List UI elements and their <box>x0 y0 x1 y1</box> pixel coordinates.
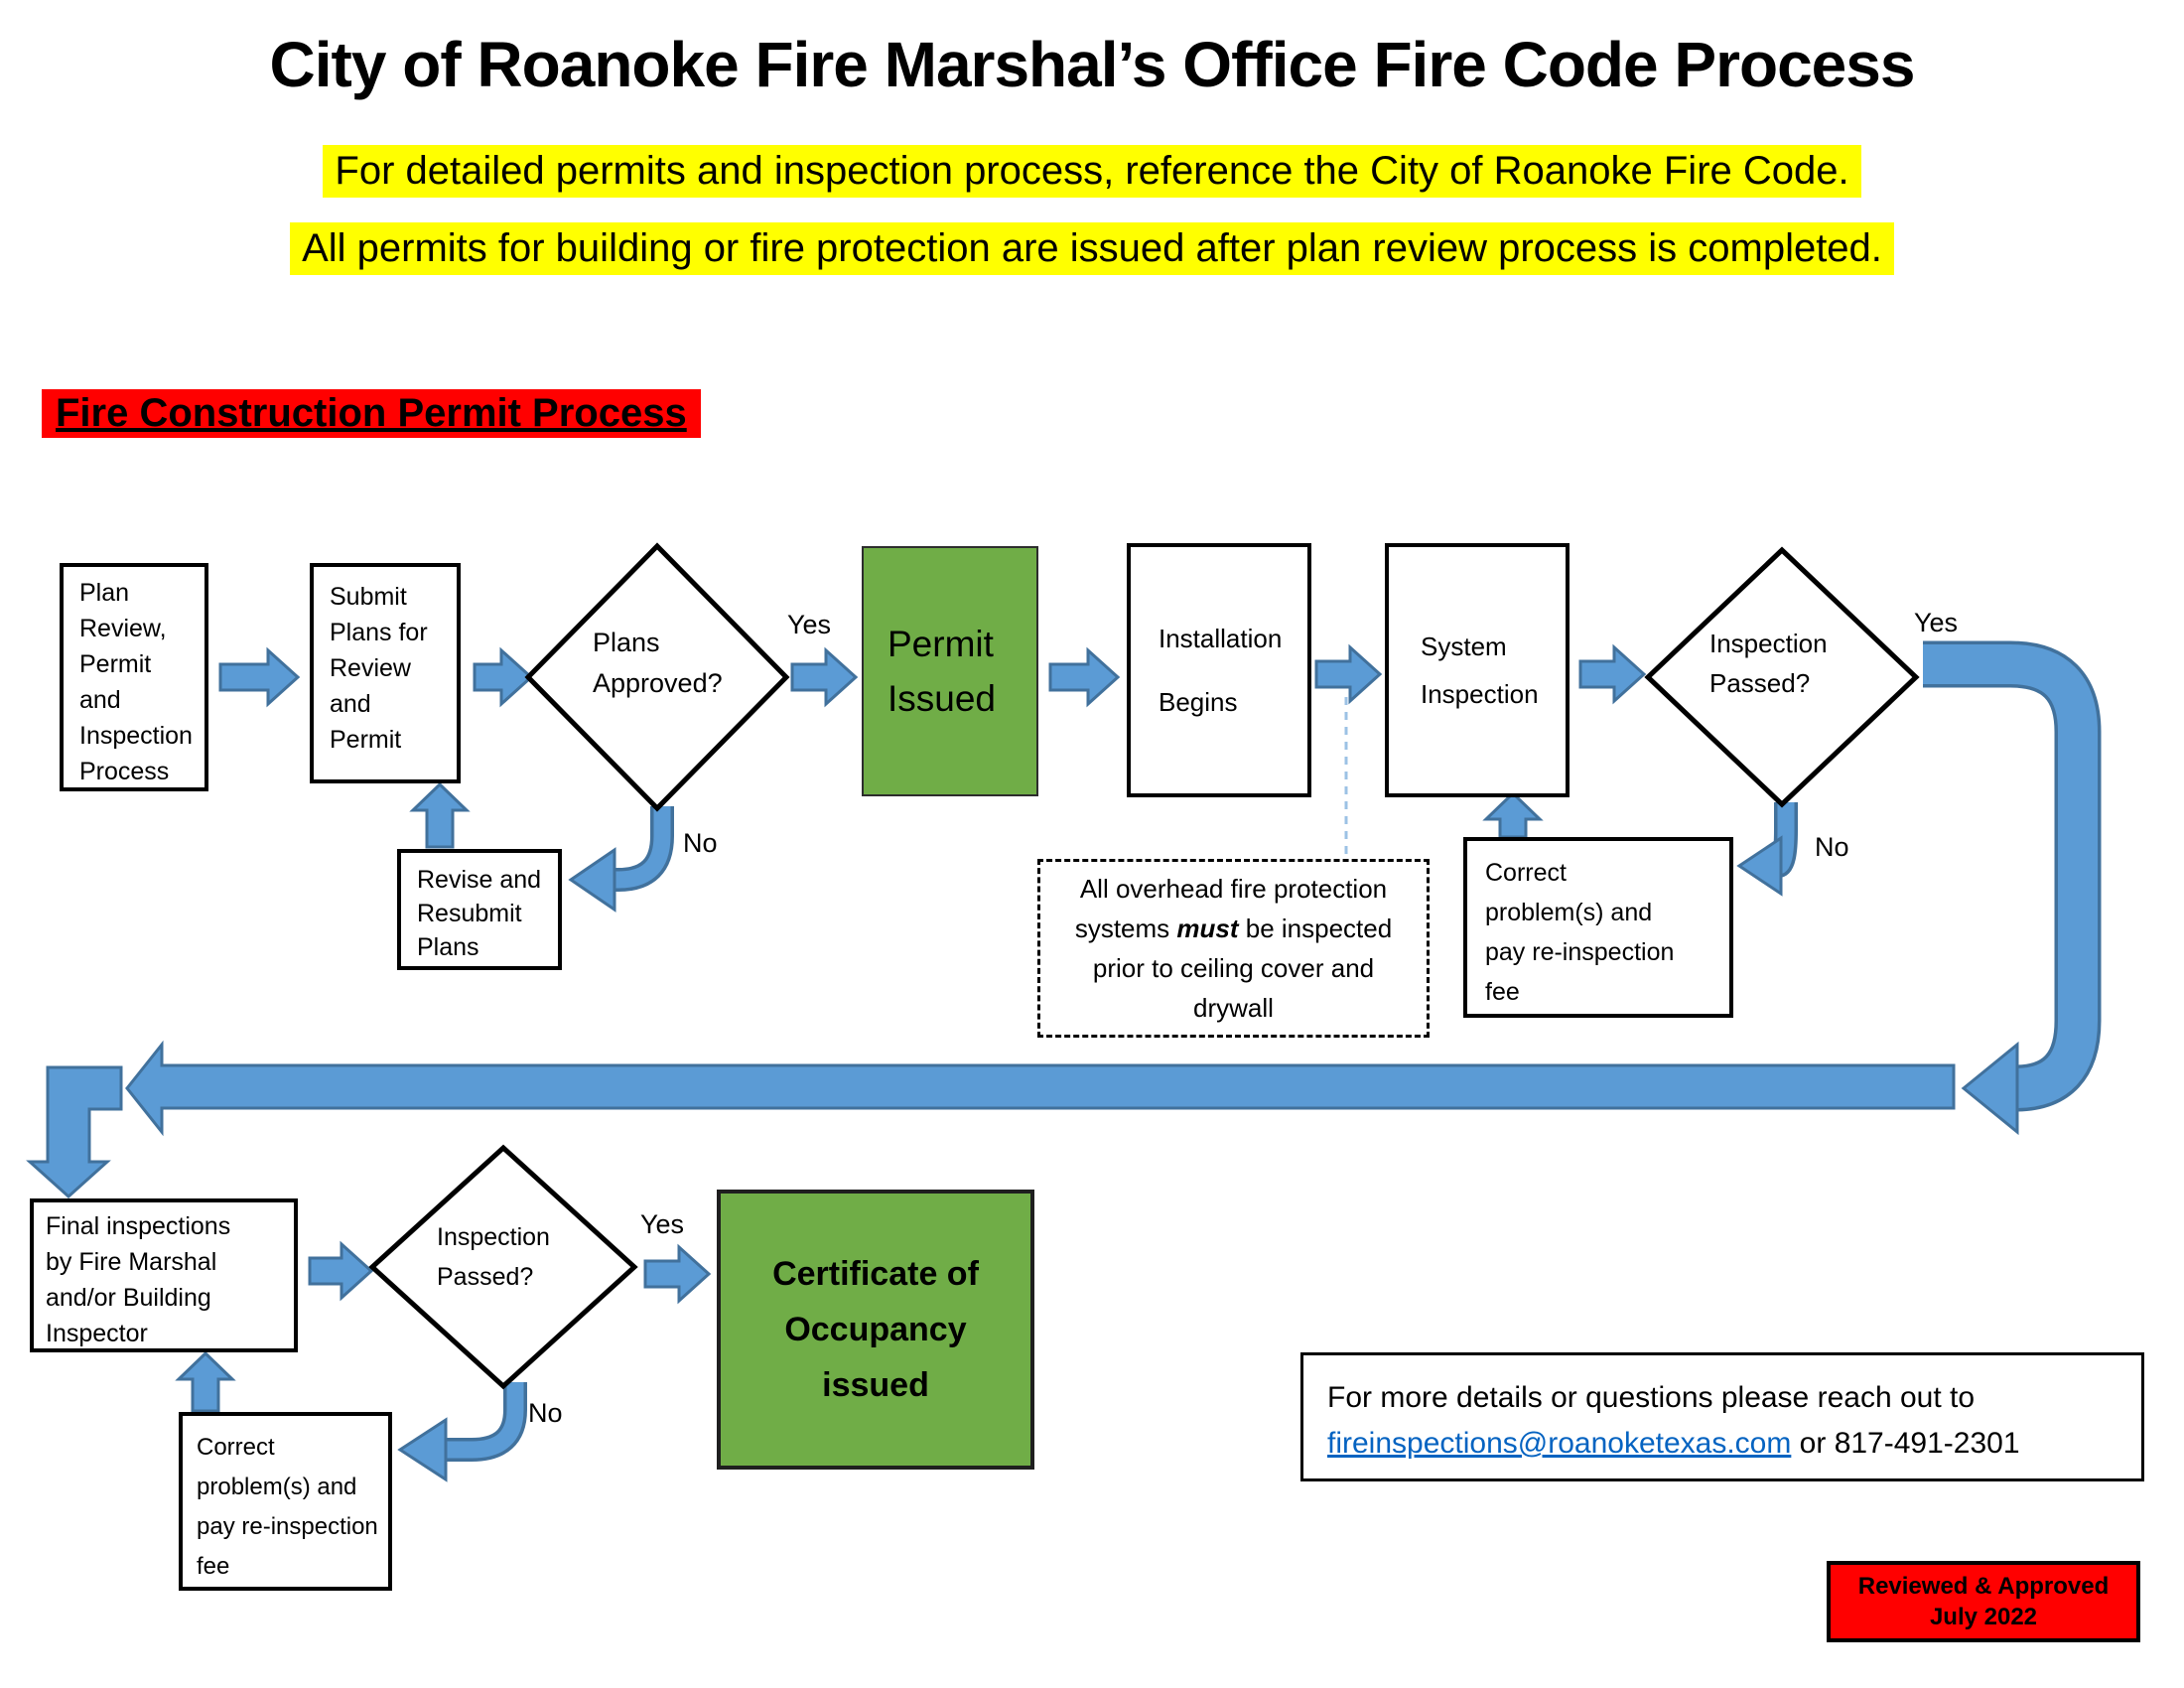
contact-box: For more details or questions please rea… <box>1300 1352 2144 1481</box>
label-plans-approved: Plans Approved? <box>593 628 723 698</box>
arrow-yes-to-permit-issued <box>790 646 859 708</box>
arrow-permit-to-installation <box>1048 646 1121 708</box>
yes-loop-left-down-elbow <box>26 1065 123 1199</box>
subtitle-row-1: For detailed permits and inspection proc… <box>0 145 2184 198</box>
label-no-plans: No <box>683 828 718 858</box>
arrow-installation-to-system <box>1314 643 1383 705</box>
node-revise-resubmit: Revise and Resubmit Plans <box>397 849 562 970</box>
node-correct-problems-top: Correct problem(s) and pay re-inspection… <box>1463 837 1733 1018</box>
contact-email-link[interactable]: fireinspections@roanoketexas.com <box>1327 1427 1792 1460</box>
arrow-yes-to-certificate <box>643 1243 712 1305</box>
node-final-inspections: Final inspections by Fire Marshal and/or… <box>30 1198 298 1352</box>
section-heading: Fire Construction Permit Process <box>42 389 701 438</box>
node-submit-plans: Submit Plans for Review and Permit <box>310 563 461 783</box>
note-overhead-systems: All overhead fire protection systems mus… <box>1037 859 1430 1038</box>
arrow-submit-to-plans-approved <box>473 646 534 708</box>
note-line-4: drywall <box>1193 993 1274 1023</box>
approved-stamp: Reviewed & Approved July 2022 <box>1827 1561 2140 1642</box>
arrow-system-to-inspection-passed <box>1578 643 1647 705</box>
node-system-inspection: System Inspection <box>1385 543 1570 797</box>
arrow-correct-to-system <box>1482 790 1544 839</box>
node-plan-review: Plan Review, Permit and Inspection Proce… <box>60 563 208 791</box>
note-line-2-bold: must <box>1176 914 1239 943</box>
elbow-no-final-inspection-head <box>397 1417 448 1482</box>
label-no-system: No <box>1815 832 1849 862</box>
system-inspection-line-1: System <box>1421 632 1507 661</box>
arrow-final-to-inspection-passed <box>308 1240 374 1302</box>
yes-loop-down-elbow <box>1923 640 2102 1112</box>
node-installation-begins: Installation Begins <box>1127 543 1311 797</box>
label-yes-system: Yes <box>1914 608 1959 637</box>
diamond-plans-approved <box>524 542 790 812</box>
note-line-1: All overhead fire protection <box>1079 874 1388 904</box>
note-line-2-pre: systems <box>1074 914 1177 943</box>
elbow-no-plans-approved-fill <box>614 806 671 889</box>
yes-loop-down-elbow-fill <box>1923 644 2098 1108</box>
system-inspection-line-2: Inspection <box>1421 679 1539 709</box>
yes-loop-return-arrow <box>125 1040 1956 1137</box>
node-permit-issued: Permit Issued <box>862 546 1038 796</box>
label-yes-plans: Yes <box>787 610 832 639</box>
arrow-plan-to-submit <box>218 646 301 708</box>
yes-loop-down-elbow-head <box>1961 1041 2019 1136</box>
contact-line-2: fireinspections@roanoketexas.com or 817-… <box>1327 1421 2117 1467</box>
node-certificate-occupancy: Certificate of Occupancy issued <box>717 1190 1034 1470</box>
contact-phone: or 817-491-2301 <box>1791 1427 2020 1460</box>
label-yes-final: Yes <box>640 1209 685 1239</box>
label-final-inspection-passed: Inspection Passed? <box>437 1223 550 1291</box>
subtitle-row-2: All permits for building or fire protect… <box>0 222 2184 275</box>
note-line-3: prior to ceiling cover and <box>1092 953 1375 983</box>
arrow-revise-to-submit <box>409 781 471 849</box>
label-no-final: No <box>528 1398 563 1428</box>
arrow-correct-to-final <box>175 1350 236 1413</box>
diamond-final-inspection-passed <box>368 1144 638 1390</box>
note-line-2: systems must be inspected <box>1040 909 1427 948</box>
label-inspection-passed: Inspection Passed? <box>1709 629 1828 698</box>
contact-line-1: For more details or questions please rea… <box>1327 1381 1976 1414</box>
elbow-no-plans-approved-head <box>568 847 616 913</box>
installation-line-1: Installation <box>1159 624 1283 653</box>
installation-line-2: Begins <box>1159 687 1238 717</box>
subtitle-highlight-1: For detailed permits and inspection proc… <box>323 145 1861 198</box>
node-correct-problems-bottom: Correct problem(s) and pay re-inspection… <box>179 1412 392 1591</box>
diamond-inspection-passed <box>1644 546 1920 808</box>
page-title: City of Roanoke Fire Marshal’s Office Fi… <box>269 29 1916 100</box>
note-line-2-post: be inspected <box>1238 914 1393 943</box>
section-heading-wrap: Fire Construction Permit Process <box>42 389 701 438</box>
subtitle-highlight-2: All permits for building or fire protect… <box>290 222 1894 275</box>
elbow-no-system-inspection-head <box>1736 835 1783 897</box>
elbow-no-final-inspection-fill <box>446 1382 524 1459</box>
